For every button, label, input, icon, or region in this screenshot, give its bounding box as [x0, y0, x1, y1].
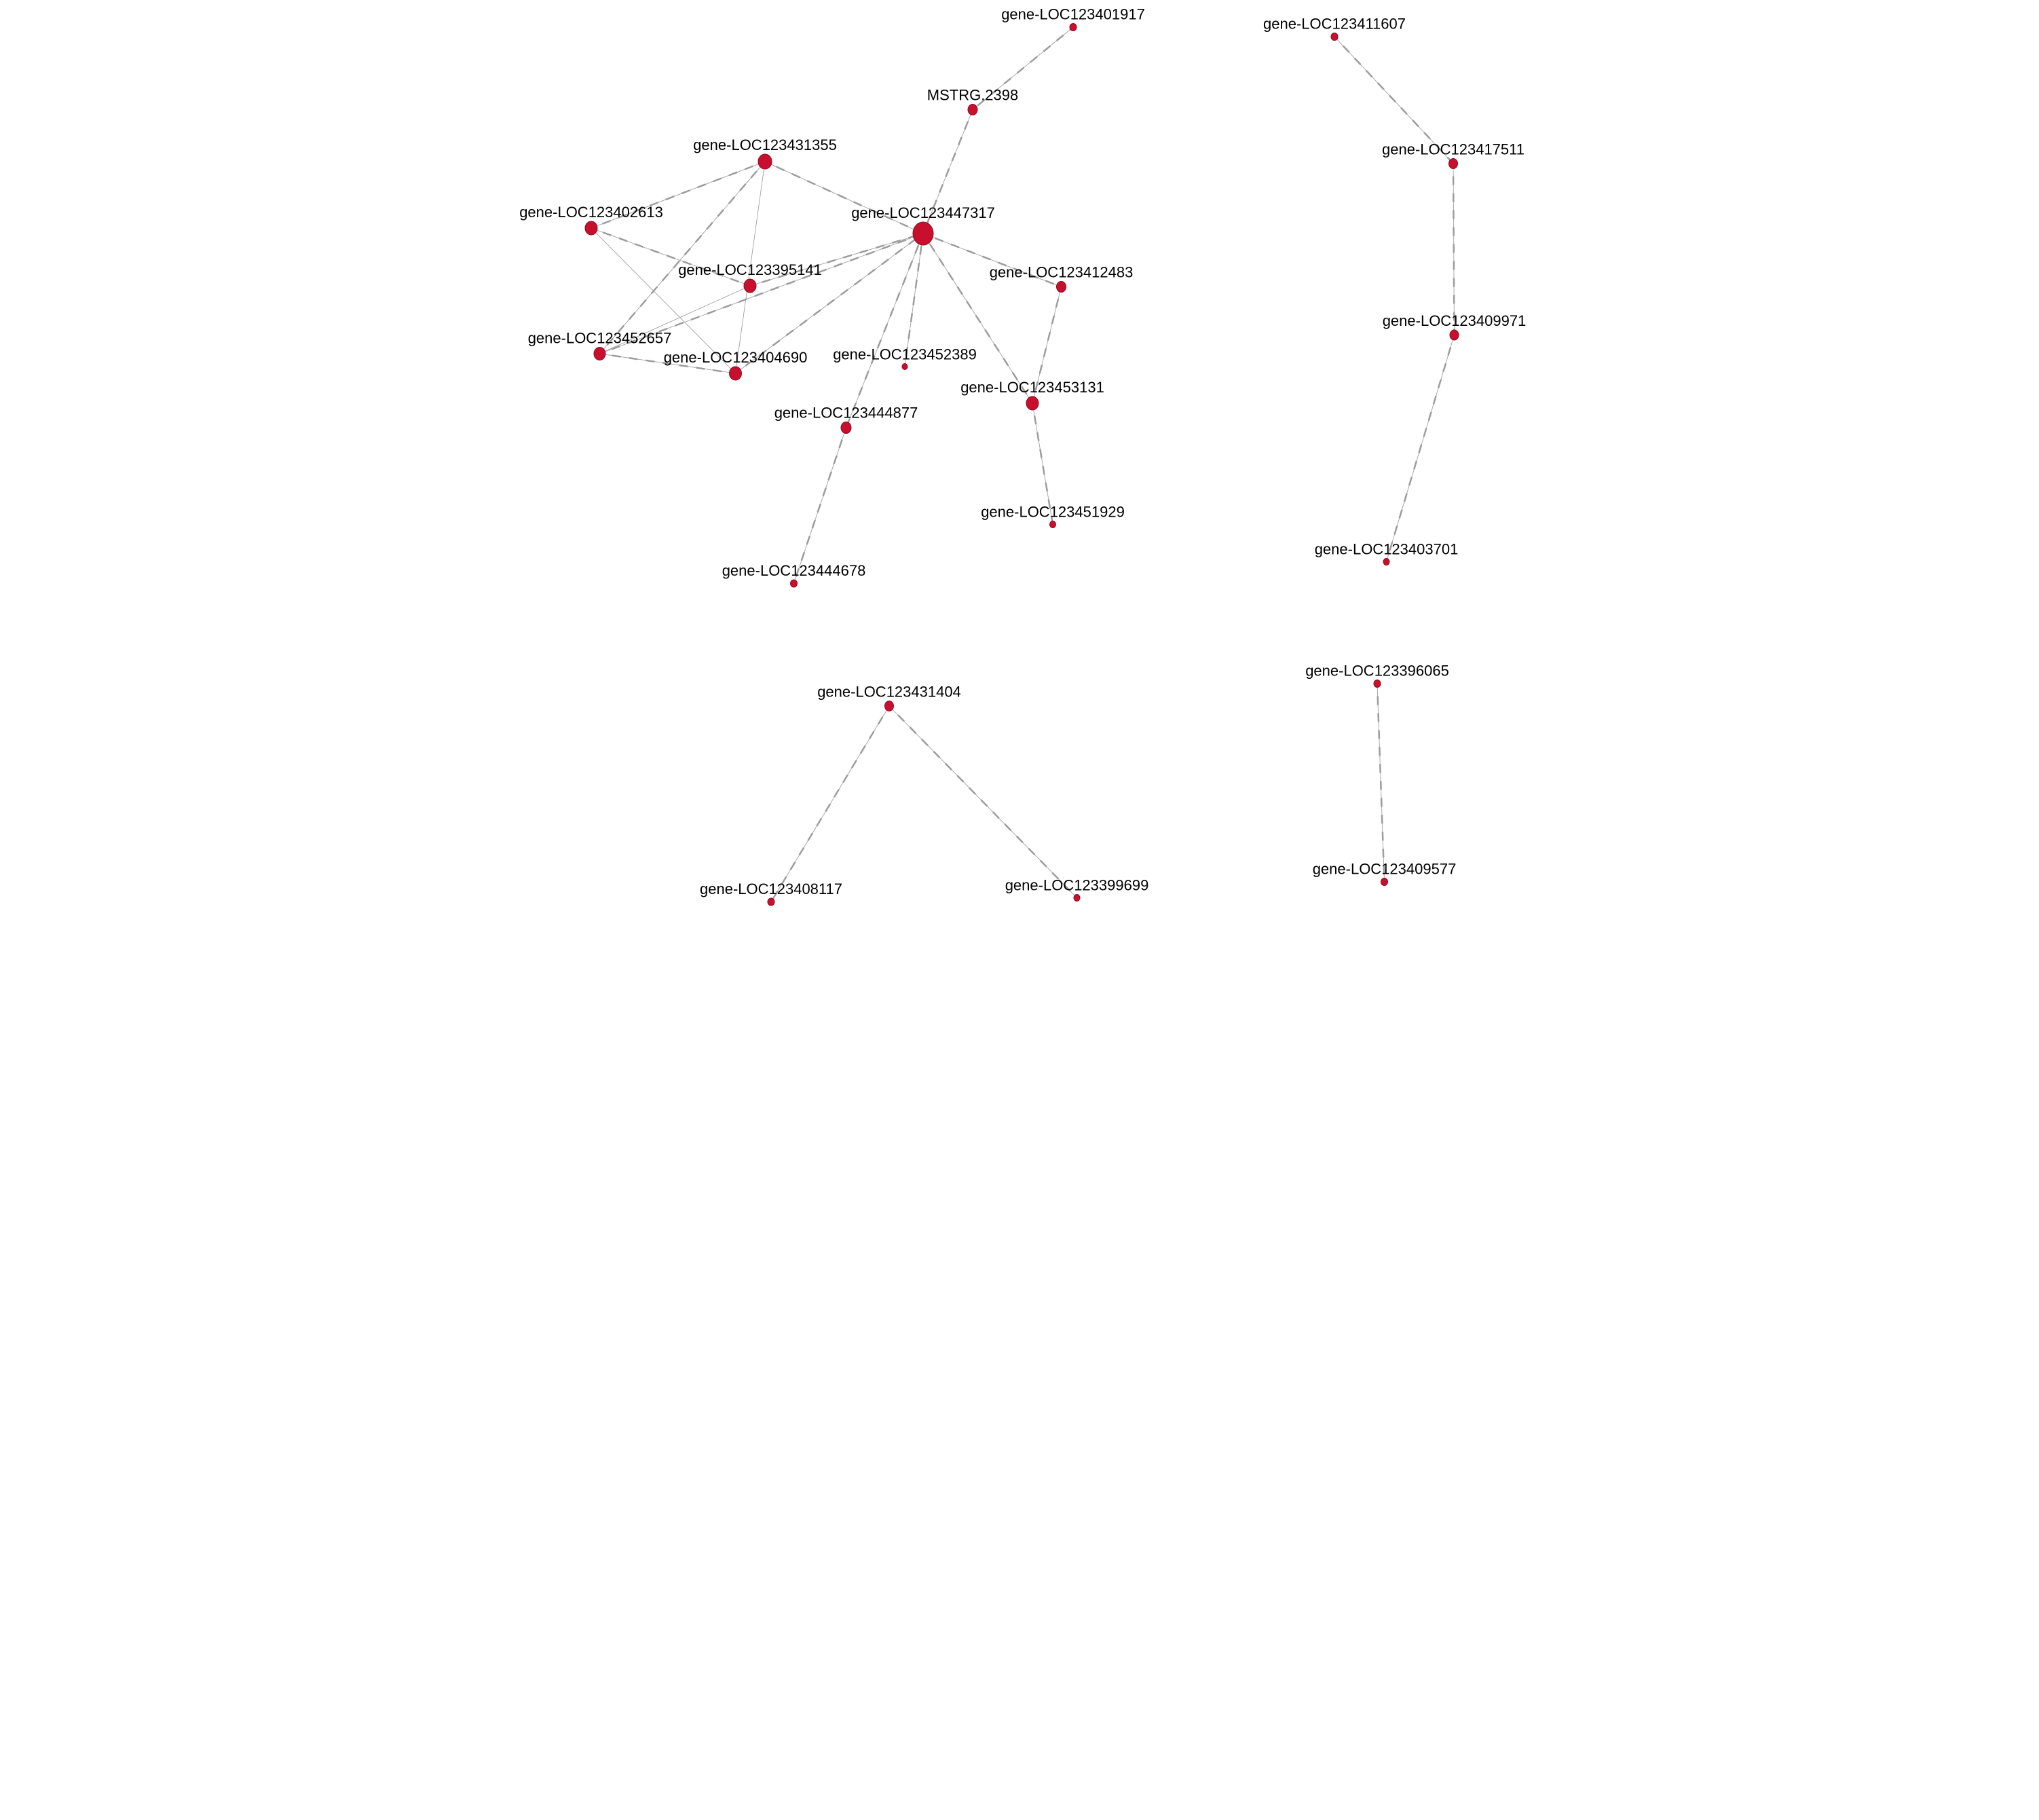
graph-edge-dash — [1334, 36, 1454, 164]
graph-edge-dash — [903, 233, 924, 367]
node-label: gene-LOC123452389 — [833, 346, 977, 363]
node-label: gene-LOC123409971 — [1383, 312, 1527, 329]
graph-edge-dash — [922, 233, 1034, 404]
graph-node — [729, 366, 742, 381]
graph-node — [743, 278, 757, 293]
node-label: gene-LOC123404690 — [664, 349, 808, 366]
node-label: gene-LOC123451929 — [981, 504, 1125, 521]
graph-node — [1069, 23, 1077, 31]
graph-node — [1383, 558, 1390, 565]
graph-edge-dash — [734, 232, 924, 375]
node-label: gene-LOC123402613 — [519, 204, 663, 221]
graph-node — [840, 422, 852, 434]
node-label: gene-LOC123452657 — [528, 330, 672, 347]
graph-edge-dash — [599, 232, 924, 355]
graph-node — [1449, 329, 1459, 341]
graph-edge-line — [599, 161, 766, 354]
graph-edge-dash — [599, 352, 736, 375]
node-label: gene-LOC123395141 — [678, 261, 822, 278]
node-label: gene-LOC123431404 — [817, 684, 961, 701]
graph-edge-line — [735, 161, 766, 374]
graph-node — [790, 579, 798, 588]
graph-node — [884, 701, 894, 711]
node-label: MSTRG.2398 — [927, 87, 1019, 104]
graph-edge-dash — [591, 160, 766, 229]
graph-edge-dash — [1452, 163, 1455, 335]
graph-node — [1056, 281, 1066, 293]
node-label: gene-LOC123408117 — [700, 880, 842, 897]
node-label: gene-LOC123403701 — [1315, 541, 1459, 558]
graph-edge-dash — [1385, 335, 1455, 562]
graph-edge-dash — [972, 26, 1074, 111]
node-label: gene-LOC123412483 — [990, 264, 1134, 281]
node-label: gene-LOC123396065 — [1305, 663, 1449, 680]
graph-node — [1330, 33, 1339, 41]
node-label: gene-LOC123401917 — [1001, 6, 1145, 23]
graph-edge-dash — [888, 705, 1078, 899]
graph-edge-dash — [1376, 683, 1385, 883]
graph-edge-dash — [922, 109, 974, 234]
node-label: gene-LOC123453131 — [960, 379, 1104, 396]
graph-edge-dash — [764, 160, 924, 235]
graph-node — [767, 897, 775, 906]
graph-edge-line — [599, 285, 751, 354]
edges-layer — [591, 26, 1455, 903]
nodes-layer — [584, 23, 1459, 906]
graph-node — [1448, 158, 1458, 169]
node-label: gene-LOC123417511 — [1382, 141, 1524, 158]
node-label: gene-LOC123447317 — [851, 204, 995, 221]
graph-node — [967, 104, 978, 115]
node-label: gene-LOC123411607 — [1263, 16, 1406, 33]
graph-node — [1373, 680, 1381, 688]
node-label: gene-LOC123444678 — [722, 562, 866, 579]
graph-edge-line — [591, 227, 736, 374]
graph-edge-dash — [749, 232, 924, 287]
graph-node — [593, 347, 606, 360]
graph-edge-line — [922, 233, 1062, 287]
graph-node — [757, 153, 772, 170]
graph-edge-dash — [1031, 286, 1062, 404]
graph-node — [1026, 396, 1039, 411]
graph-edge-dash — [770, 705, 891, 903]
graph-node — [1049, 521, 1056, 528]
graph-node — [901, 363, 908, 370]
node-label: gene-LOC123399699 — [1005, 877, 1149, 894]
graph-node — [584, 221, 598, 236]
graph-node — [912, 221, 934, 246]
graph-node — [1381, 878, 1388, 886]
node-label: gene-LOC123431355 — [693, 136, 837, 153]
node-label: gene-LOC123409577 — [1313, 861, 1457, 878]
graph-edge-dash — [793, 427, 847, 584]
node-label: gene-LOC123444877 — [774, 405, 918, 422]
graph-edge-dash — [591, 227, 751, 287]
graph-edge-dash — [1031, 403, 1054, 525]
graph-edge-dash — [845, 233, 924, 428]
graph-node — [1073, 894, 1081, 902]
